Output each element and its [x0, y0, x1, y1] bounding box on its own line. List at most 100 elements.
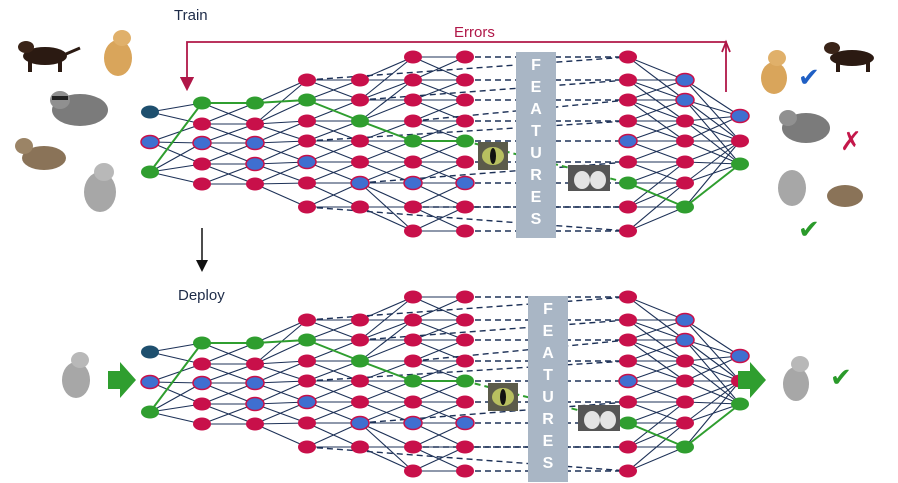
- network-node: [730, 348, 750, 364]
- features-letter: E: [531, 189, 542, 206]
- features-letter: S: [543, 455, 554, 472]
- network-edge: [412, 140, 466, 163]
- network-edge: [359, 401, 414, 424]
- network-edge: [684, 79, 741, 117]
- network-node: [351, 313, 369, 327]
- network-node: [676, 354, 694, 368]
- network-edge: [412, 339, 466, 362]
- output-arrow-icon: [738, 362, 766, 398]
- network-node: [731, 134, 749, 148]
- network-node: [619, 50, 637, 64]
- network-edge: [412, 360, 466, 382]
- network-edge: [359, 446, 414, 472]
- network-node: [404, 155, 422, 169]
- network-node: [456, 134, 474, 148]
- network-node: [141, 405, 159, 419]
- network-edge: [684, 339, 741, 382]
- network-node: [351, 155, 369, 169]
- network-node: [193, 157, 211, 171]
- network-edge: [627, 360, 686, 382]
- network-edge: [412, 339, 629, 362]
- network-node: [140, 374, 160, 390]
- network-edge: [254, 120, 308, 144]
- network-node: [619, 313, 637, 327]
- result-mark-dog: ✔: [798, 63, 820, 93]
- network-node: [456, 333, 474, 347]
- network-node: [351, 354, 369, 368]
- network-edge: [254, 380, 308, 405]
- network-edge: [627, 296, 686, 341]
- network-edge: [684, 339, 741, 357]
- network-node: [456, 395, 474, 409]
- network-edge: [684, 380, 741, 405]
- network-node: [193, 177, 211, 191]
- network-edge: [627, 339, 686, 362]
- features-letter: U: [530, 145, 542, 162]
- gray-cat-icon: [84, 163, 116, 212]
- network-node: [455, 415, 475, 431]
- network-edge: [149, 102, 203, 173]
- network-node: [676, 155, 694, 169]
- network-node: [141, 105, 159, 119]
- network-node: [676, 134, 694, 148]
- network-edge: [149, 141, 203, 165]
- network-edge: [149, 381, 203, 405]
- network-edge: [306, 182, 361, 208]
- network-edge: [684, 380, 741, 448]
- network-edge: [684, 403, 741, 448]
- network-node: [619, 176, 637, 190]
- network-edge: [359, 79, 414, 122]
- network-edge: [684, 140, 741, 165]
- network-node: [245, 156, 265, 172]
- network-edge: [149, 411, 203, 425]
- network-edge: [412, 401, 466, 424]
- network-node: [298, 333, 316, 347]
- network-edge: [627, 380, 686, 403]
- network-edge: [412, 380, 466, 403]
- network-node: [619, 93, 637, 107]
- network-edge: [627, 446, 686, 472]
- network-edge: [412, 120, 466, 142]
- tabby-cat-icon: [15, 138, 66, 170]
- network-node: [297, 394, 317, 410]
- input-arrow-icon: [108, 362, 136, 398]
- network-edge: [684, 115, 741, 142]
- network-edge: [149, 342, 203, 413]
- dachshund-output-icon: [824, 42, 874, 72]
- network-node: [676, 416, 694, 430]
- network-node: [619, 354, 637, 368]
- errors-feedback-line: [179, 41, 727, 92]
- network-edge: [306, 401, 361, 424]
- network-node: [619, 290, 637, 304]
- result-mark-raccoon: ✗: [840, 127, 862, 157]
- network-edge: [627, 296, 686, 321]
- network-node: [404, 395, 422, 409]
- network-edge: [149, 142, 203, 173]
- network-edge: [359, 296, 414, 341]
- network-edge: [254, 183, 308, 208]
- network-edge: [201, 342, 256, 365]
- network-edge: [254, 339, 308, 365]
- network-edge: [684, 140, 741, 208]
- network-node: [298, 440, 316, 454]
- network-edge: [201, 123, 256, 144]
- network-edge: [359, 319, 414, 341]
- network-node: [404, 93, 422, 107]
- network-edge: [627, 182, 686, 208]
- network-node: [192, 135, 212, 151]
- network-edge: [412, 206, 466, 232]
- network-node: [456, 93, 474, 107]
- network-node: [618, 133, 638, 149]
- network-node: [456, 290, 474, 304]
- network-edge: [254, 401, 308, 425]
- network-node: [193, 417, 211, 431]
- network-node: [456, 354, 474, 368]
- network-node: [193, 357, 211, 371]
- network-node: [404, 440, 422, 454]
- network-edge: [359, 339, 414, 362]
- network-edge: [254, 140, 308, 165]
- network-edge: [627, 422, 686, 448]
- features-letter: A: [530, 101, 542, 118]
- network-edge: [684, 99, 741, 165]
